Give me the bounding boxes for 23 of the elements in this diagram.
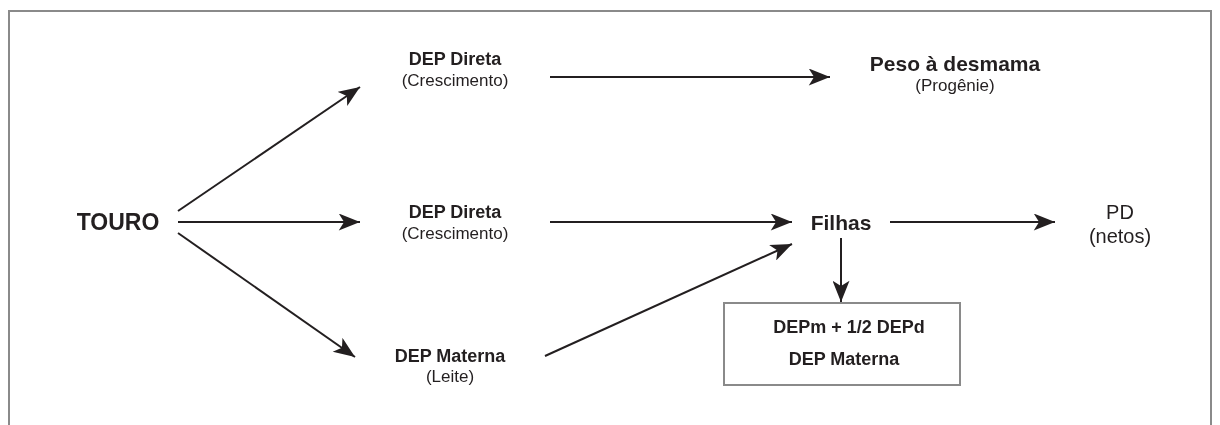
node-subtitle: (Crescimento) <box>401 70 509 91</box>
node-subtitle: (Crescimento) <box>401 223 509 244</box>
node-title: DEP Materna <box>394 345 506 368</box>
node-subtitle: (Progênie) <box>915 76 995 97</box>
node-label: Filhas <box>810 210 872 236</box>
result-box <box>723 302 961 386</box>
arrow <box>177 213 361 231</box>
node-subtitle: (Leite) <box>425 367 475 388</box>
node-title: DEP Direta <box>408 202 502 224</box>
arrow <box>832 237 850 303</box>
node-label: TOURO <box>76 209 160 237</box>
arrow <box>177 232 356 358</box>
node-title: DEP Direta <box>408 49 502 71</box>
arrow <box>549 68 831 86</box>
arrow <box>544 243 793 357</box>
node-title: Peso à desmama <box>869 51 1041 77</box>
node-label: DEPm + 1/2 DEPd <box>773 317 925 339</box>
node-label: DEP Materna <box>788 349 900 371</box>
arrow <box>889 213 1056 231</box>
arrow <box>177 86 361 212</box>
node-label: (netos) <box>1088 224 1152 248</box>
node-label: PD <box>1106 200 1134 224</box>
arrow <box>549 213 793 231</box>
